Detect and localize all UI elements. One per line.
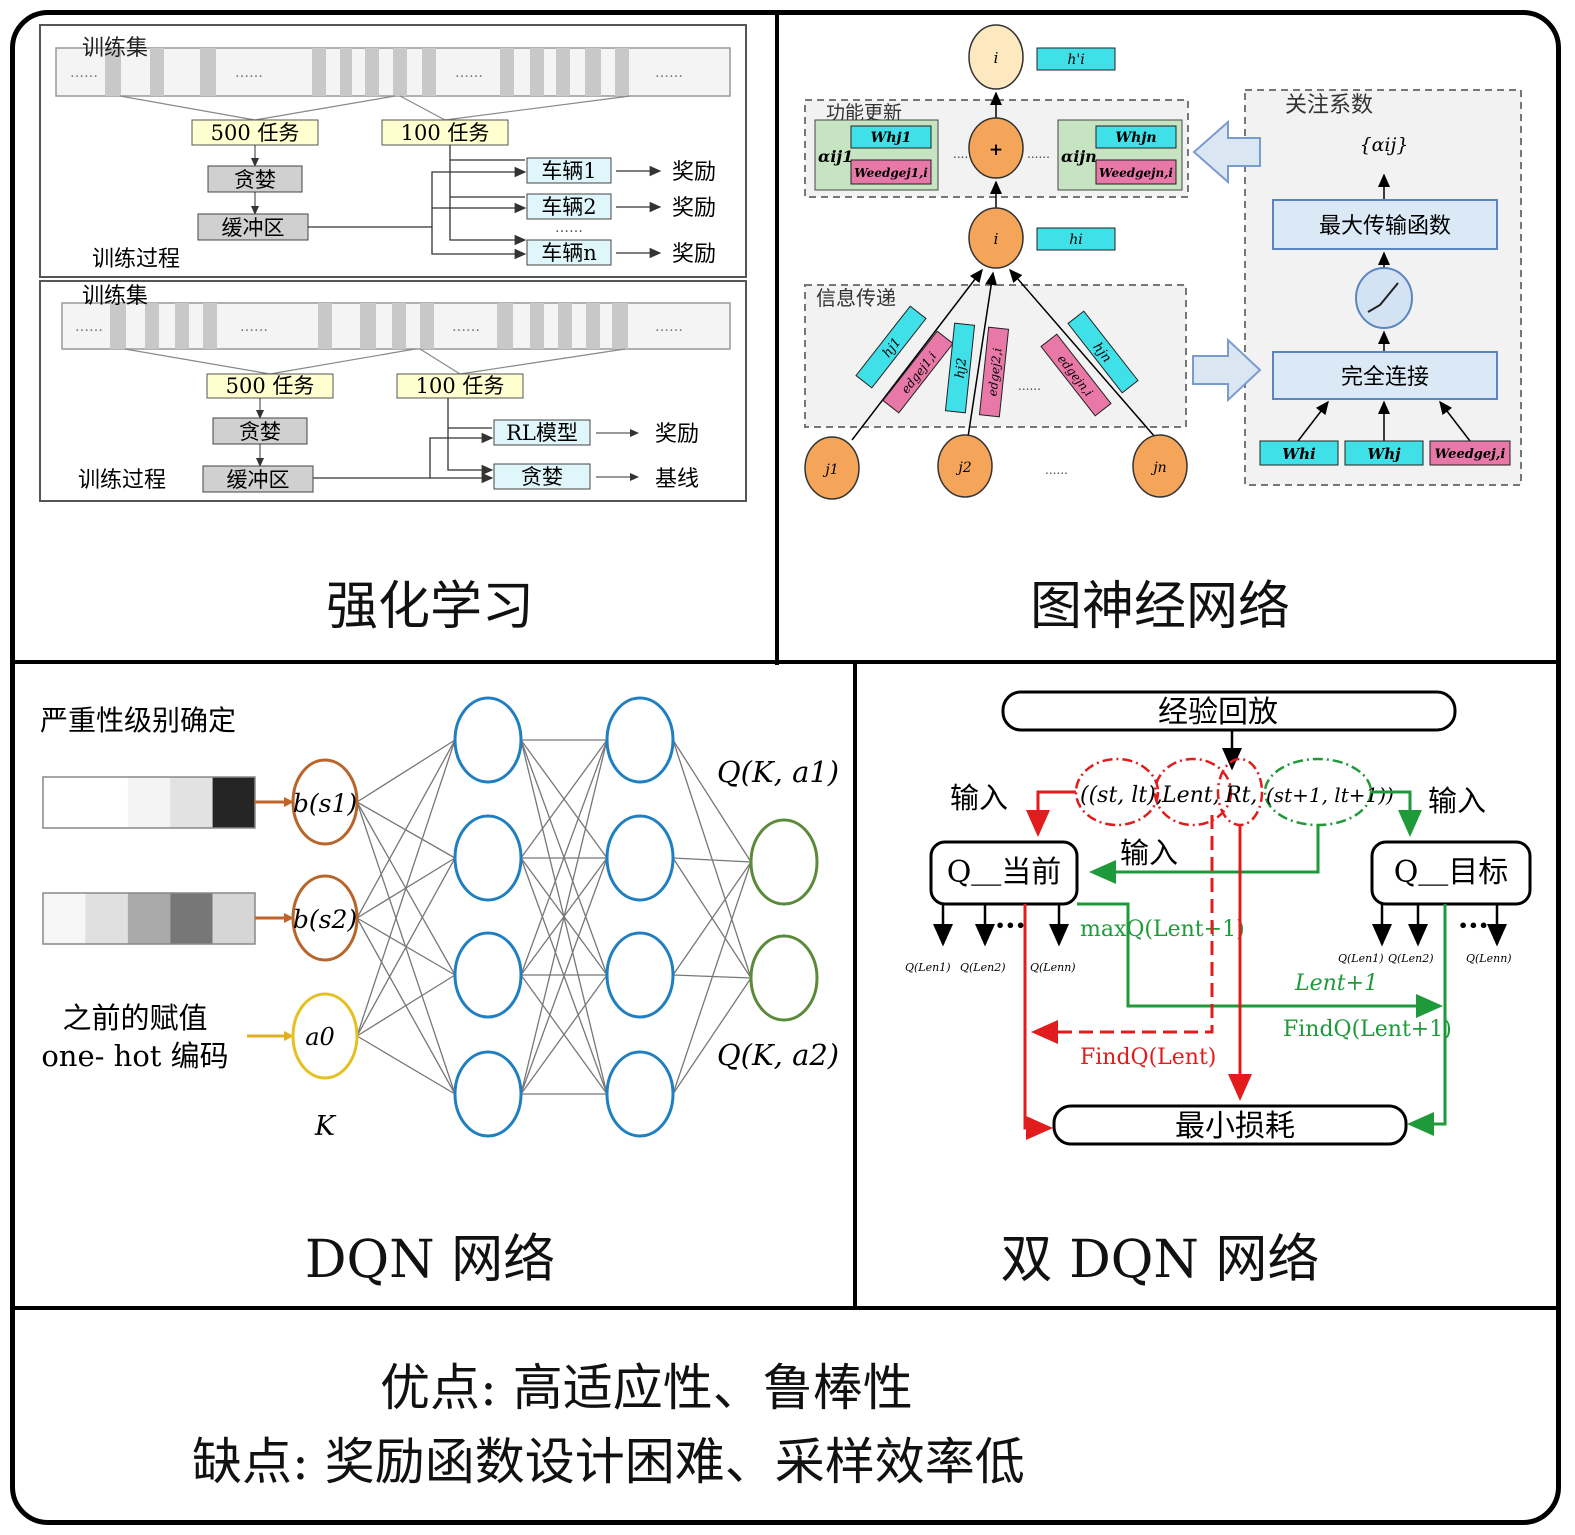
caption-rl: 强化学习 [325,577,534,637]
caption-gnn: 图神经网络 [1029,577,1290,637]
divider-top-vertical [775,15,779,665]
figure-frame [10,10,1561,1525]
summary-pros: 优点: 高适应性、鲁棒性 [380,1359,913,1417]
caption-dqn: DQN 网络 [304,1230,556,1290]
summary-cons: 缺点: 奖励函数设计困难、采样效率低 [192,1433,1025,1491]
divider-bottom-vertical [853,660,857,1310]
divider-summary [15,1306,1556,1310]
divider-middle [15,660,1556,664]
caption-ddqn: 双 DQN 网络 [1000,1230,1320,1290]
